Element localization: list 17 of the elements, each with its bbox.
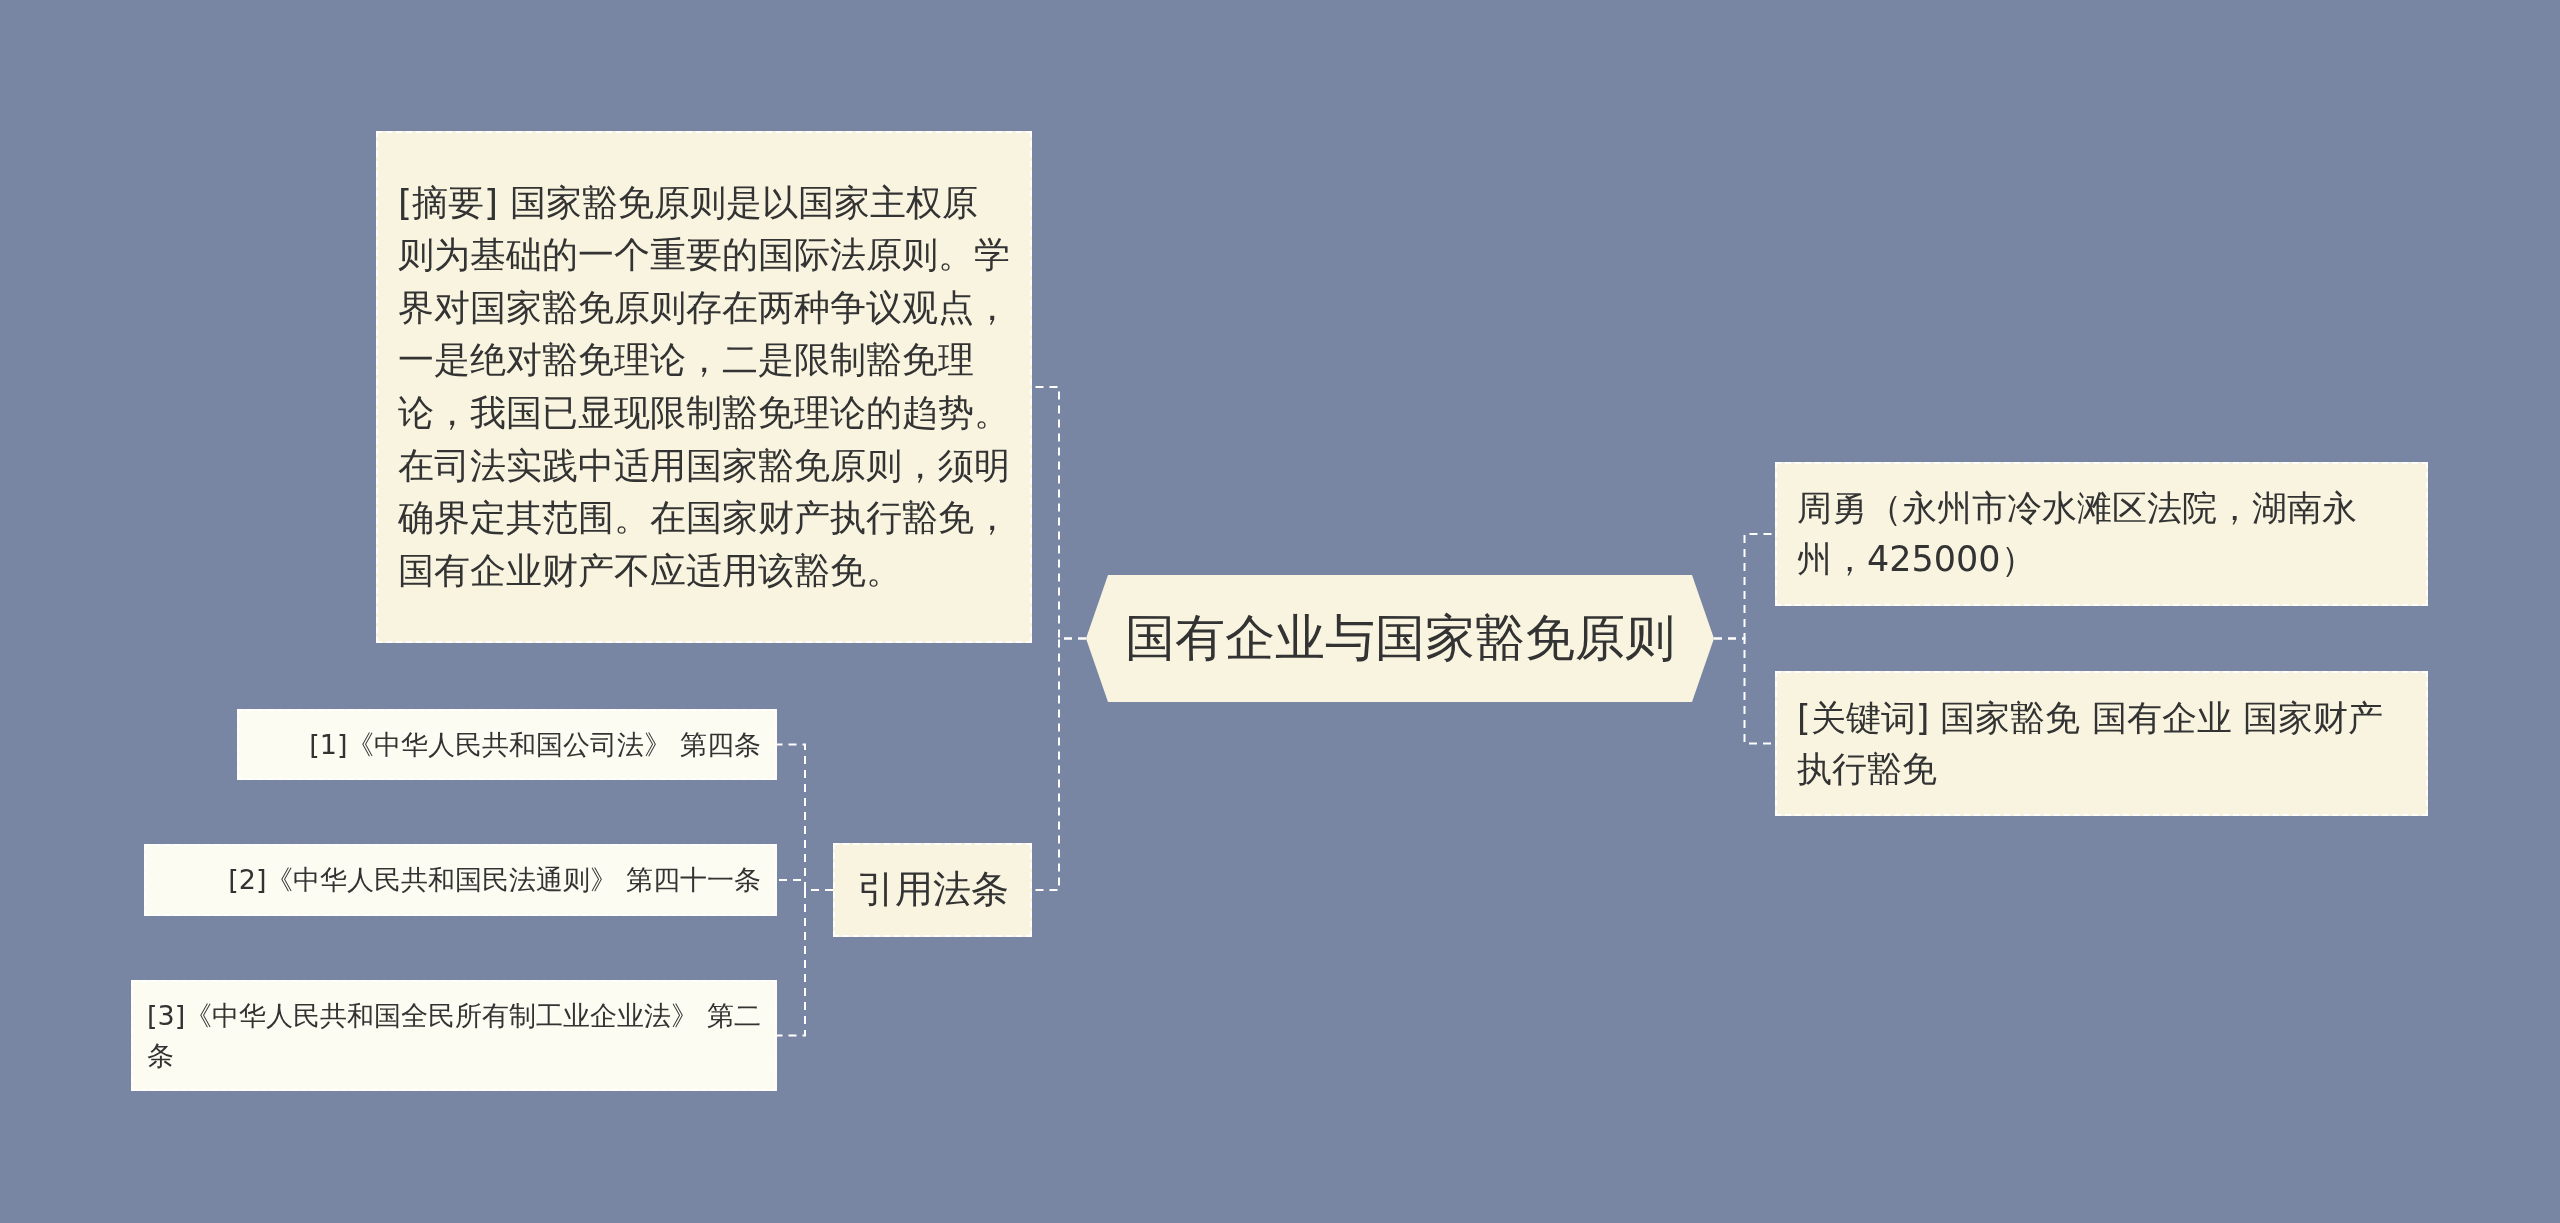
topic-text: [摘要] 国家豁免原则是以国家主权原则为基础的一个重要的国际法原则。学界对国家豁免原则存在两种争议观点，一是绝对豁免理论，二是限制豁免理论，我国已显现限制豁免理论的趋势。在司法实践中适用国家豁免原则，须明确界定其范围。在国家财产执行豁免，国有企业财产不应适用该豁免。 xyxy=(398,180,1010,593)
topic-hexagon xyxy=(1086,575,1714,702)
topic-text: 引用法条 xyxy=(855,866,1010,914)
topic-box xyxy=(833,843,1032,937)
topic-text: 周勇（永州市冷水滩区法院，湖南永州，425000） xyxy=(1797,487,2358,581)
topic-text: 国有企业与国家豁免原则 xyxy=(1124,608,1676,669)
topic-box xyxy=(1775,462,2428,606)
topic-box xyxy=(144,844,777,916)
topic-box xyxy=(237,709,777,780)
topic-text: [2]《中华人民共和国民法通则》 第四十一条 xyxy=(227,863,761,898)
topic-text: [3]《中华人民共和国全民所有制工业企业法》 第二条 xyxy=(147,999,761,1073)
topic-text: [1]《中华人民共和国公司法》 第四条 xyxy=(308,727,761,762)
topic-text: [关键词] 国家豁免 国有企业 国家财产执行豁免 xyxy=(1797,696,2384,791)
connector-line xyxy=(776,889,834,1037)
topic-box xyxy=(376,131,1032,643)
topic-box xyxy=(131,980,777,1091)
topic-box xyxy=(1775,671,2428,816)
